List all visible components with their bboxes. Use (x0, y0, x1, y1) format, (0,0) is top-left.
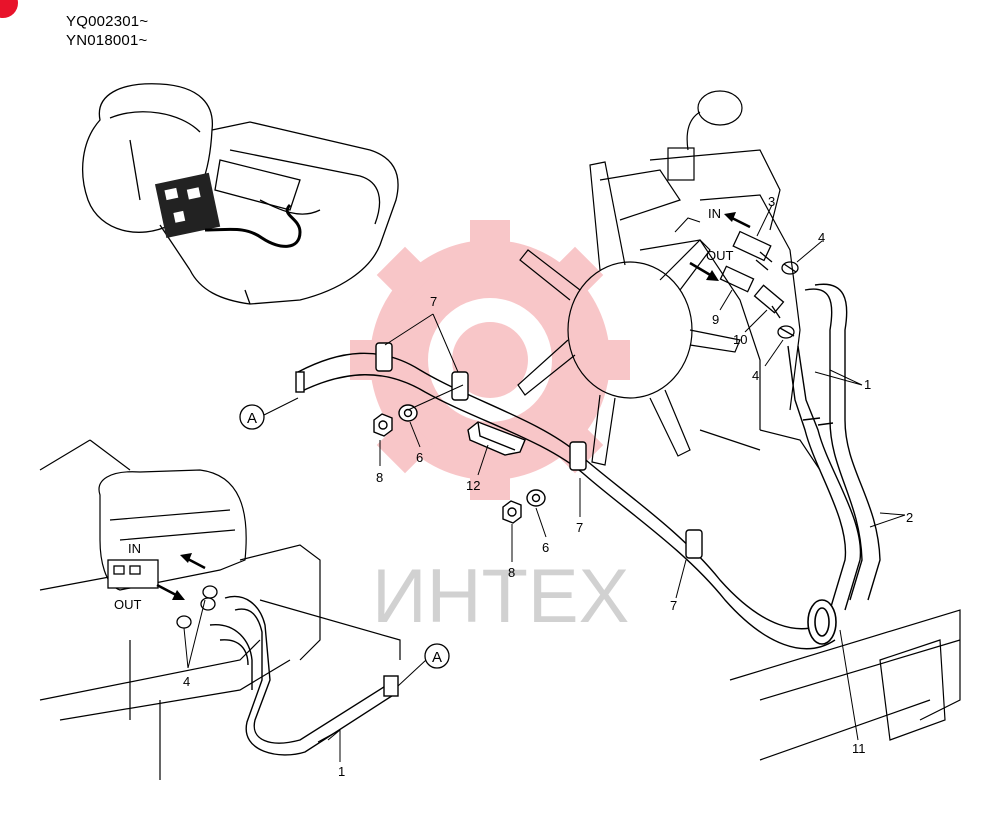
watermark-text: ИНТЕХ (372, 554, 629, 639)
flow-arrow-out (689, 261, 719, 281)
callout-1-main: 1 (864, 377, 871, 392)
in-out-bracket (674, 217, 701, 233)
heater-hose-vertical (787, 283, 881, 611)
callout-8-upper: 8 (376, 470, 383, 485)
out-label-detail: OUT (114, 597, 142, 612)
detail-clamps-4 (176, 585, 218, 629)
callout-12: 12 (466, 478, 480, 493)
svg-text:A: A (432, 649, 442, 666)
clamp-4-lower (777, 325, 795, 339)
machine-overview-sketch (82, 83, 399, 305)
callout-7-mid: 7 (576, 520, 583, 535)
callout-6-upper: 6 (416, 450, 423, 465)
reference-marker-a-detail: A (424, 643, 450, 669)
leader-lines (261, 204, 906, 741)
washer-6-upper (398, 404, 418, 422)
callout-1-detail: 1 (338, 764, 345, 779)
clamp-4-upper (781, 261, 799, 275)
callout-4-upper: 4 (818, 230, 825, 245)
out-label-main: OUT (706, 248, 734, 263)
callout-9: 9 (712, 312, 719, 327)
detail-cab-sketch (39, 439, 401, 780)
corner-badge (0, 0, 18, 18)
valve-block-sketch (154, 172, 221, 239)
callout-4-detail: 4 (183, 674, 190, 689)
callout-4-lower: 4 (752, 368, 759, 383)
fitting-9 (719, 265, 755, 293)
nut-8-lower (502, 500, 522, 524)
callout-10: 10 (733, 332, 747, 347)
callout-6-lower: 6 (542, 540, 549, 555)
nut-8-upper (373, 413, 393, 437)
serial-number-range-2: YN018001~ (66, 32, 148, 49)
callout-7-lower: 7 (670, 598, 677, 613)
callout-7-upper: 7 (430, 294, 437, 309)
fitting-3 (732, 230, 773, 271)
in-label-main: IN (708, 206, 721, 221)
frame-member (729, 609, 961, 761)
serial-number-range-1: YQ002301~ (66, 13, 149, 30)
detail-hoses (209, 595, 399, 756)
cooling-fan-sketch (517, 161, 741, 466)
detail-valve-block (107, 559, 159, 589)
flow-arrow-out-detail (156, 583, 185, 600)
callout-8-lower: 8 (508, 565, 515, 580)
detail-leader-lines (183, 599, 427, 762)
callout-11: 11 (852, 741, 866, 756)
callout-2: 2 (906, 510, 913, 525)
reference-marker-a-main: A (239, 404, 265, 430)
svg-text:A: A (247, 410, 257, 427)
heater-hose-overview (204, 203, 302, 248)
fitting-10 (753, 284, 785, 319)
flow-arrow-in (724, 212, 751, 229)
grommet-11 (807, 599, 837, 645)
engine-sketch (599, 90, 821, 471)
flow-arrow-in-detail (180, 553, 206, 570)
bracket-12 (467, 421, 526, 456)
in-label-detail: IN (128, 541, 141, 556)
callout-3: 3 (768, 194, 775, 209)
washer-6-lower (526, 489, 546, 507)
